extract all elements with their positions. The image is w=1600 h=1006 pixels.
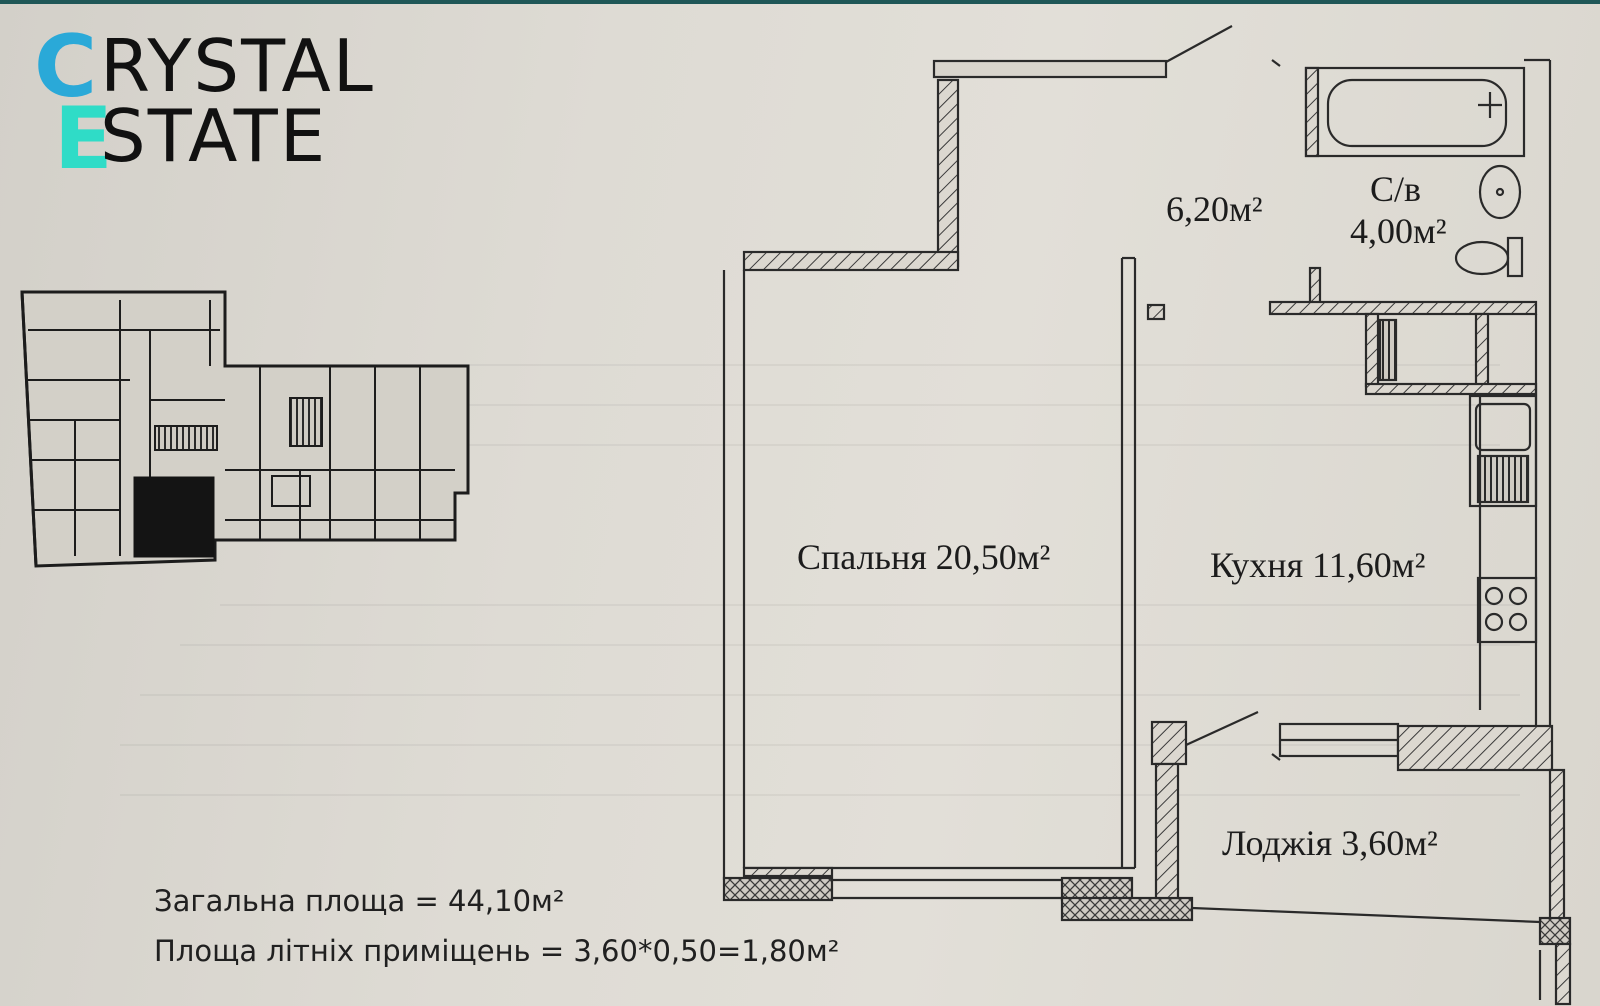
logo-word-state: STATE: [100, 94, 328, 178]
logo-letter-e: E: [54, 89, 113, 189]
top-border: [0, 0, 1600, 4]
summer-area-text: Площа літніх приміщень = 3,60*0,50=1,80м…: [154, 934, 840, 968]
building-key-plan: [20, 290, 470, 568]
apartment-highlight: [133, 476, 215, 558]
apartment-plan: [722, 25, 1572, 1006]
logo-word-rystal: RYSTAL: [100, 24, 375, 108]
room-label-bathroom-name: С/в: [1370, 169, 1422, 209]
room-label-kitchen: Кухня 11,60м²: [1210, 545, 1426, 585]
company-logo: C E RYSTAL STATE: [34, 24, 394, 189]
room-label-bathroom-area: 4,00м²: [1350, 211, 1447, 251]
logo-letter-c: C: [34, 17, 98, 117]
room-label-hallway: 6,20м²: [1166, 189, 1263, 229]
room-label-bedroom: Спальня 20,50м²: [797, 537, 1051, 577]
total-area-text: Загальна площа = 44,10м²: [154, 884, 565, 918]
room-label-loggia: Лоджія 3,60м²: [1222, 823, 1438, 863]
